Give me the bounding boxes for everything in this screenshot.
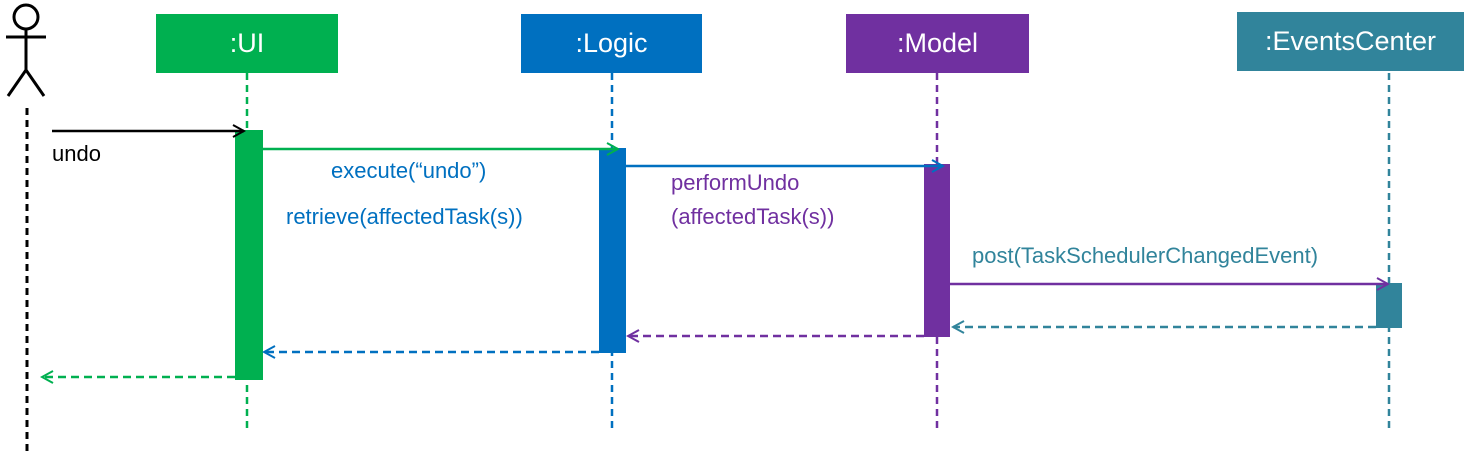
ui-activation-bar: [235, 130, 263, 380]
model-activation-bar: [924, 164, 950, 337]
user-actor-icon: [6, 3, 46, 97]
undo-label: undo: [52, 141, 101, 166]
logic-participant: :Logic: [521, 14, 702, 73]
logic-participant-label: :Logic: [575, 28, 648, 58]
ui-participant: :UI: [156, 14, 338, 73]
perform-undo-label-line1: performUndo: [671, 170, 800, 195]
execute-label: execute(“undo”): [331, 158, 487, 183]
retrieve-label: retrieve(affectedTask(s)): [286, 204, 523, 229]
events-activation-bar: [1376, 283, 1402, 328]
post-label: post(TaskSchedulerChangedEvent): [972, 243, 1319, 268]
model-participant: :Model: [846, 14, 1029, 73]
perform-undo-label-line2: (affectedTask(s)): [671, 204, 835, 229]
events-participant-label: :EventsCenter: [1264, 26, 1437, 56]
logic-activation-bar: [599, 148, 626, 353]
ui-participant-label: :UI: [229, 28, 265, 58]
events-participant: :EventsCenter: [1237, 12, 1464, 71]
model-participant-label: :Model: [896, 28, 979, 58]
